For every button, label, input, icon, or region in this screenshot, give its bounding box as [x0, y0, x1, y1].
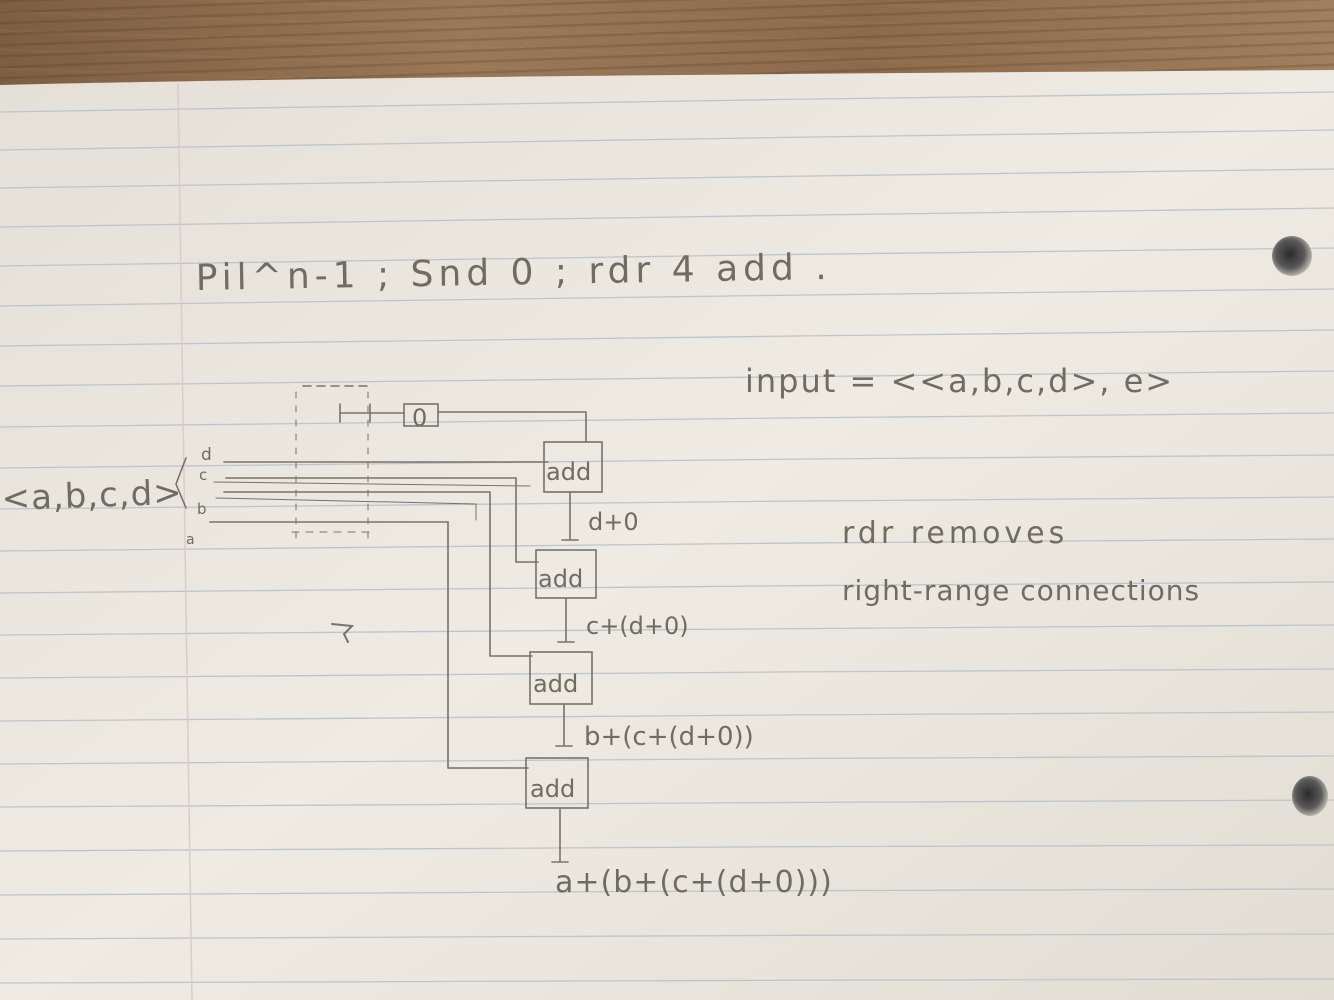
- remark-line-2: right-range connections: [842, 574, 1200, 607]
- wire-c: [225, 477, 539, 563]
- intermediate-2: c+(d+0): [586, 612, 689, 640]
- ruled-lines: [0, 91, 1334, 984]
- margin-line: [177, 83, 193, 1000]
- wire-label-a: a: [186, 532, 195, 548]
- circuit-diagram: [175, 385, 603, 863]
- snd-zero-block: [339, 403, 405, 423]
- final-result: a+(b+(c+(d+0))): [555, 865, 833, 900]
- add-box-1: [543, 441, 603, 493]
- punch-hole-top: [1272, 236, 1312, 276]
- wire-a: [209, 521, 529, 769]
- add-label-4: add: [530, 775, 575, 803]
- add-box-3: [529, 651, 593, 705]
- zero-box: [403, 403, 439, 427]
- remark-line-1: rdr removes: [842, 516, 1068, 551]
- intermediate-3: b+(c+(d+0)): [584, 722, 754, 752]
- intermediate-1: d+0: [588, 508, 639, 536]
- add-box-4: [525, 757, 589, 809]
- punch-hole-bottom: [1292, 776, 1328, 816]
- wire-label-c: c: [199, 466, 207, 484]
- wire-b: [223, 491, 533, 657]
- wire-label-d: d: [201, 445, 212, 465]
- input-line-text: input = <<a,b,c,d>, e>: [745, 362, 1174, 400]
- add-label-3: add: [533, 670, 578, 698]
- add-label-2: add: [538, 565, 583, 593]
- tuple-label: <a,b,c,d>: [1, 473, 183, 519]
- add-label-1: add: [546, 458, 591, 486]
- wire-label-b: b: [197, 500, 207, 518]
- paper-sheet: [0, 70, 1334, 1000]
- constant-zero: 0: [412, 404, 427, 432]
